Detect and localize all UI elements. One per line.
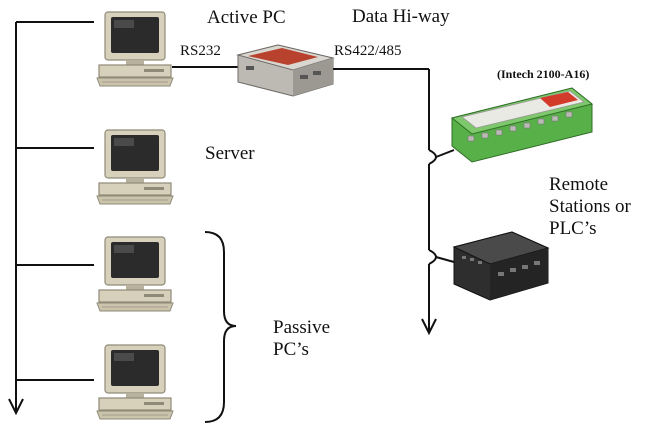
branch-plc <box>435 256 455 263</box>
hiway-bend-1 <box>428 149 437 165</box>
remote-io-module-icon <box>450 87 594 163</box>
hiway-bend-2 <box>428 249 437 265</box>
passive-pcs-line-2: PC’s <box>273 338 309 360</box>
remote-stations-label: Remote Stations or PLC’s <box>549 174 631 240</box>
rs232-label: RS232 <box>180 43 221 59</box>
remote-stations-line-1: Remote <box>549 174 609 195</box>
active-pc-label: Active PC <box>207 7 286 28</box>
rs422-485-label: RS422/485 <box>334 43 402 59</box>
serial-converter-icon <box>236 44 335 97</box>
server-pc-icon <box>96 129 174 205</box>
passive-pcs-label: Passive PC’s <box>273 317 330 361</box>
active-pc-icon <box>96 11 174 87</box>
branch-io-module <box>435 149 455 158</box>
server-label: Server <box>205 143 255 164</box>
passive-pc-1-icon <box>96 236 174 312</box>
remote-stations-line-3: PLC’s <box>549 217 597 239</box>
hiway-arrowhead <box>421 318 437 336</box>
passive-pcs-line-1: Passive <box>273 317 330 338</box>
passive-pc-2-icon <box>96 344 174 420</box>
pc-bus-arrowhead <box>8 398 24 416</box>
intech-model-label: (Intech 2100-A16) <box>497 67 590 81</box>
passive-pcs-brace <box>204 231 237 423</box>
remote-stations-line-2: Stations or <box>549 195 631 217</box>
plc-unit-icon <box>452 231 550 301</box>
data-hiway-label: Data Hi-way <box>352 6 450 27</box>
